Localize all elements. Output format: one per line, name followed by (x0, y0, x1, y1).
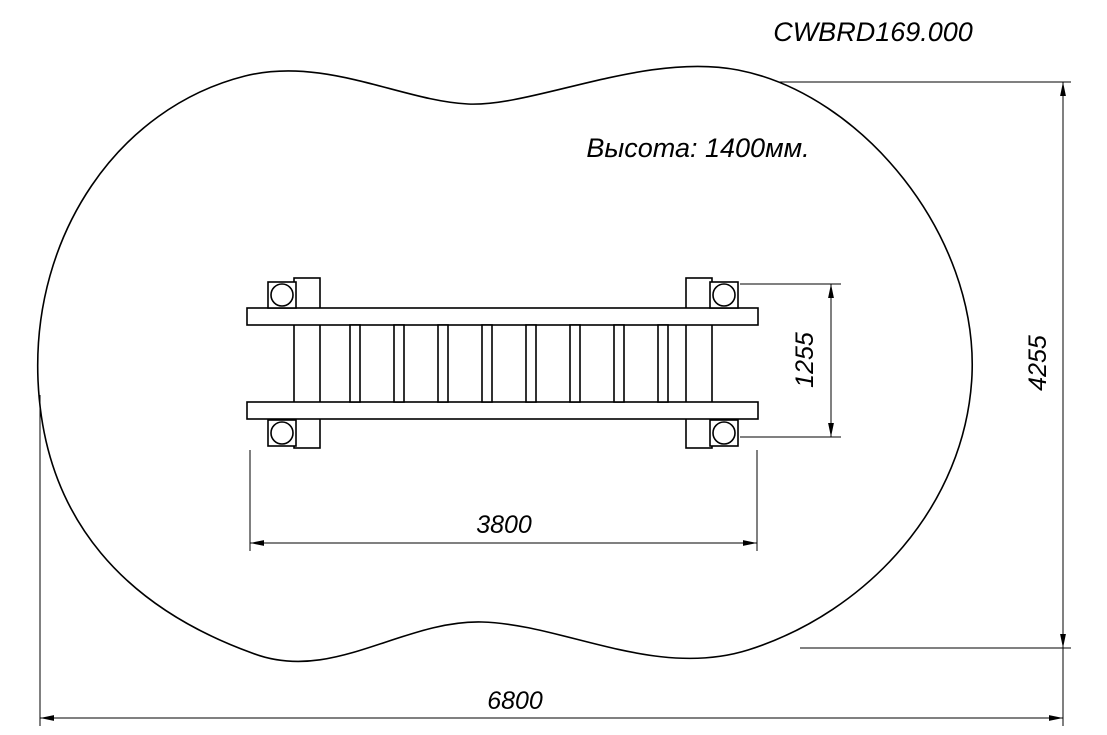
dimension-6800: 6800 (39, 395, 1064, 726)
dimension-value-4255: 4255 (1024, 335, 1052, 391)
dimension-4255: 4255 (778, 81, 1071, 649)
rung (437, 324, 449, 403)
dimension-1255: 1255 (740, 283, 841, 438)
rung (393, 324, 405, 403)
rung (657, 324, 669, 403)
left-post-beam (293, 277, 321, 449)
rung (569, 324, 581, 403)
rung (349, 324, 361, 403)
rung (481, 324, 493, 403)
safety-zone-outline (36, 65, 973, 663)
top-rail (246, 307, 759, 326)
rung (613, 324, 625, 403)
dimension-value-3800: 3800 (476, 511, 532, 539)
dimension-value-1255: 1255 (791, 332, 819, 388)
bottom-rail (246, 401, 759, 420)
right-post-beam (685, 277, 713, 449)
post-cap-circle (270, 283, 294, 307)
dimension-value-6800: 6800 (487, 687, 543, 715)
post-cap-circle (712, 421, 736, 445)
bridge-structure (246, 277, 759, 449)
post-caps (267, 281, 739, 447)
dimension-3800: 3800 (249, 450, 758, 551)
part-number: CWBRD169.000 (773, 17, 973, 47)
rungs (349, 324, 669, 403)
rung (525, 324, 537, 403)
post-cap-circle (712, 283, 736, 307)
height-note: Высота: 1400мм. (586, 133, 809, 163)
post-cap-circle (270, 421, 294, 445)
